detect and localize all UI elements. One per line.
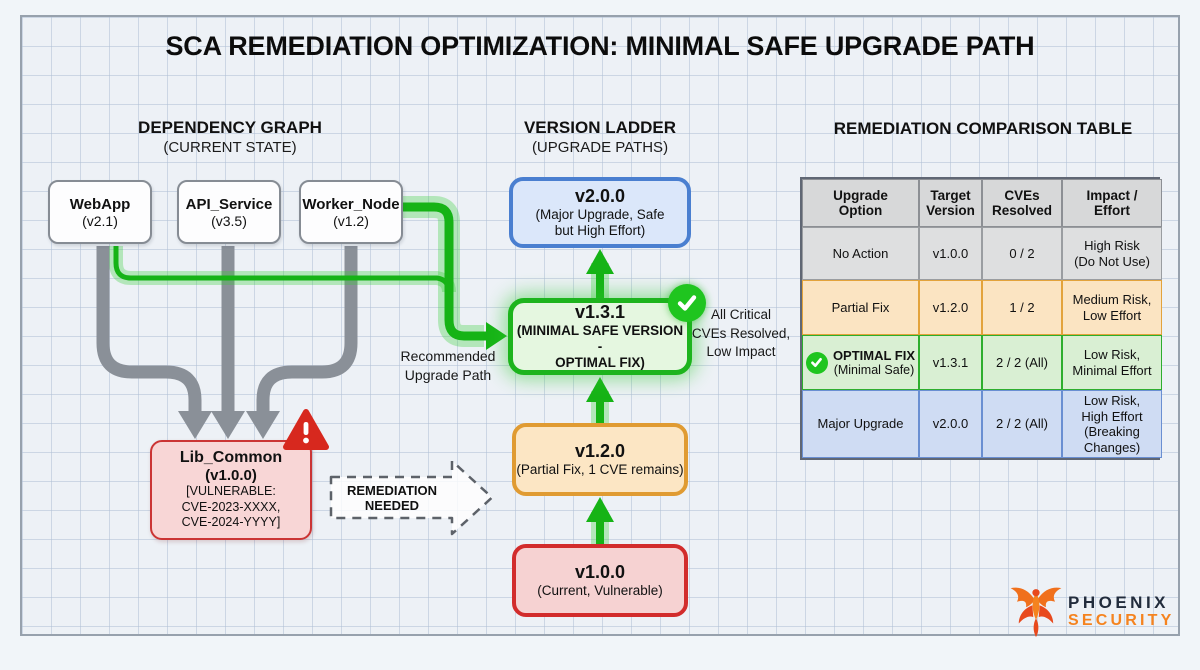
node-lib-common: Lib_Common (v1.0.0) [VULNERABLE: CVE-202… xyxy=(150,440,312,540)
remediation-needed-arrow xyxy=(329,459,494,536)
worker-dependency-arrow xyxy=(256,246,358,413)
row-partial-fix-option: Partial Fix xyxy=(802,280,919,335)
logo-text-phoenix: PHOENIX xyxy=(1068,593,1170,612)
row-partial-fix-cves: 1 / 2 xyxy=(982,280,1062,335)
recommended-path-label: Recommended Upgrade Path xyxy=(400,348,496,383)
row-major-upgrade-target: v2.0.0 xyxy=(919,390,982,458)
logo-text-security: SECURITY xyxy=(1068,612,1175,629)
ladder-v1-2-0: v1.2.0 (Partial Fix, 1 CVE remains) xyxy=(512,423,688,496)
ladder-section-subtitle: (UPGRADE PATHS) xyxy=(531,139,669,156)
comparison-table: Upgrade Option Target Version CVEs Resol… xyxy=(800,177,1162,460)
row-partial-fix-target: v1.2.0 xyxy=(919,280,982,335)
ladder-v2-0-0-version: v2.0.0 xyxy=(574,186,626,206)
lib-common-name: Lib_Common xyxy=(179,449,283,467)
row-optimal-fix-cves: 2 / 2 (All) xyxy=(982,335,1062,390)
optimal-check-icon xyxy=(668,284,706,322)
ladder-v2-0-0: v2.0.0 (Major Upgrade, Safe but High Eff… xyxy=(509,177,691,248)
row-no-action-target: v1.0.0 xyxy=(919,227,982,280)
ladder-section-title: VERSION LADDER xyxy=(523,118,677,137)
row-no-action-impact: High Risk (Do Not Use) xyxy=(1062,227,1162,280)
row-partial-fix-impact: Medium Risk, Low Effort xyxy=(1062,280,1162,335)
cves-resolved-label: All Critical CVEs Resolved, Low Impact xyxy=(691,307,791,359)
ladder-v1-2-0-version: v1.2.0 xyxy=(574,441,626,461)
row-no-action-cves: 0 / 2 xyxy=(982,227,1062,280)
node-webapp-name: WebApp xyxy=(69,195,131,213)
ladder-arrowheads xyxy=(586,249,614,522)
node-webapp: WebApp (v2.1) xyxy=(48,180,152,244)
row-no-action-option: No Action xyxy=(802,227,919,280)
lib-common-version: (v1.0.0) xyxy=(205,467,257,485)
comparison-section-title: REMEDIATION COMPARISON TABLE xyxy=(833,119,1133,138)
col-header-target-version: Target Version xyxy=(919,179,982,227)
webapp-upgrade-path xyxy=(113,246,452,293)
ladder-v1-3-1: v1.3.1 (MINIMAL SAFE VERSION - OPTIMAL F… xyxy=(508,298,692,375)
row-major-upgrade-impact: Low Risk, High Effort (Breaking Changes) xyxy=(1062,390,1162,458)
col-header-cves-resolved: CVEs Resolved xyxy=(982,179,1062,227)
warning-icon xyxy=(283,409,329,450)
remediation-needed-label: REMEDIATION NEEDED xyxy=(346,482,438,513)
ladder-v1-0-0-version: v1.0.0 xyxy=(574,562,626,582)
col-header-impact-effort: Impact / Effort xyxy=(1062,179,1162,227)
ladder-v1-3-1-version: v1.3.1 xyxy=(574,302,626,322)
col-header-upgrade-option: Upgrade Option xyxy=(802,179,919,227)
row-optimal-fix-option: OPTIMAL FIX (Minimal Safe) xyxy=(802,335,919,390)
table-check-icon xyxy=(805,351,828,374)
row-optimal-fix-target: v1.3.1 xyxy=(919,335,982,390)
node-worker-node-name: Worker_Node xyxy=(302,195,400,213)
row-major-upgrade-option: Major Upgrade xyxy=(802,390,919,458)
node-worker-node-version: (v1.2) xyxy=(333,212,369,229)
node-webapp-version: (v2.1) xyxy=(82,212,118,229)
ladder-v2-0-0-note: (Major Upgrade, Safe but High Effort) xyxy=(535,207,665,238)
page-title: SCA REMEDIATION OPTIMIZATION: MINIMAL SA… xyxy=(165,31,1035,61)
row-major-upgrade-cves: 2 / 2 (All) xyxy=(982,390,1062,458)
lib-common-vulnerabilities: [VULNERABLE: CVE-2023-XXXX, CVE-2024-YYY… xyxy=(181,484,281,530)
dependency-arrows xyxy=(96,246,358,413)
dependency-arrowheads xyxy=(178,411,280,439)
upgrade-path-arrowhead xyxy=(486,322,507,350)
ladder-v1-0-0: v1.0.0 (Current, Vulnerable) xyxy=(512,544,688,617)
node-api-service-name: API_Service xyxy=(185,195,273,213)
node-api-service-version: (v3.5) xyxy=(211,212,247,229)
dependency-section-subtitle: (CURRENT STATE) xyxy=(163,139,297,156)
upgrade-path xyxy=(113,202,486,341)
optimal-fix-sublabel: (Minimal Safe) xyxy=(833,362,915,377)
row-optimal-fix-impact: Low Risk, Minimal Effort xyxy=(1062,335,1162,390)
ladder-v1-0-0-note: (Current, Vulnerable) xyxy=(537,583,663,598)
webapp-dependency-arrow xyxy=(96,246,202,413)
worker-upgrade-path xyxy=(402,202,486,341)
ladder-v1-2-0-note: (Partial Fix, 1 CVE remains) xyxy=(516,462,684,477)
node-worker-node: Worker_Node (v1.2) xyxy=(299,180,403,244)
dependency-section-title: DEPENDENCY GRAPH xyxy=(138,118,322,137)
row-optimal-fix-option-text: OPTIMAL FIX (Minimal Safe) xyxy=(832,347,916,377)
node-api-service: API_Service (v3.5) xyxy=(177,180,281,244)
ladder-v1-3-1-note: (MINIMAL SAFE VERSION - OPTIMAL FIX) xyxy=(516,323,684,370)
phoenix-logo-icon xyxy=(1010,587,1062,638)
optimal-fix-label: OPTIMAL FIX xyxy=(832,347,916,363)
